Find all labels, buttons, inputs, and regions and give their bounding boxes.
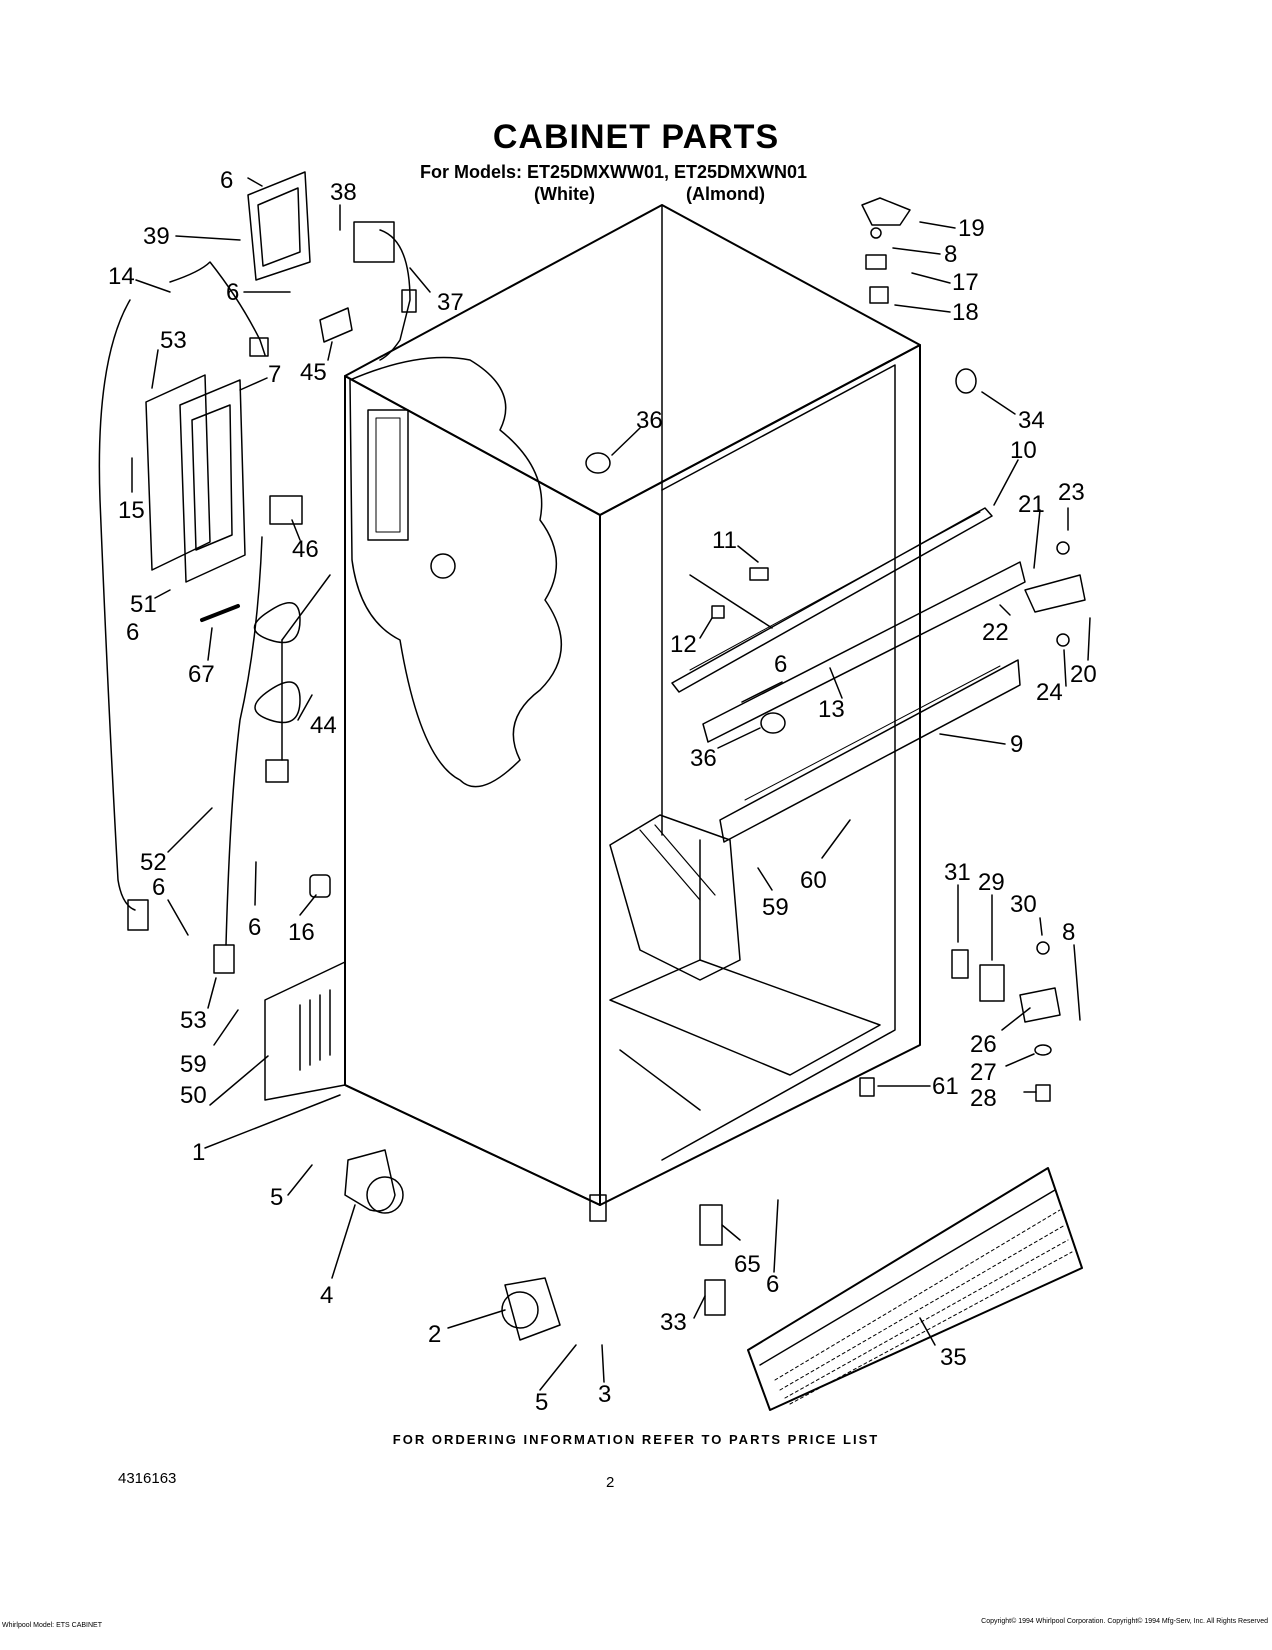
callout-6-g: 6 — [774, 651, 787, 678]
callout-53: 59 — [180, 1051, 207, 1078]
callout-3: 3 — [598, 1381, 611, 1408]
callout-4: 4 — [320, 1282, 333, 1309]
ordering-note: FOR ORDERING INFORMATION REFER TO PARTS … — [392, 1432, 880, 1447]
base-grille — [747, 1167, 1083, 1411]
color-almond-label: (Almond) — [686, 184, 765, 204]
callout-36-a: 36 — [636, 407, 663, 434]
callout-67: 67 — [188, 661, 215, 688]
callout-2: 2 — [428, 1321, 441, 1348]
callout-6-e: 6 — [248, 914, 261, 941]
callout-46: 46 — [292, 536, 319, 563]
callout-48: 50 — [180, 1082, 207, 1109]
cabinet-body — [344, 204, 921, 1222]
rail-assemblies — [671, 507, 1026, 843]
callout-10: 10 — [1010, 437, 1037, 464]
callout-17: 17 — [952, 269, 979, 296]
callout-8-a: 8 — [944, 241, 957, 268]
callout-44: 44 — [310, 712, 337, 739]
callout-19: 19 — [958, 215, 985, 242]
model-footnote: Whirlpool Model: ETS CABINET — [2, 1622, 102, 1629]
callout-31: 31 — [944, 859, 971, 886]
callout-28: 28 — [970, 1085, 997, 1112]
callout-9: 9 — [1010, 731, 1023, 758]
callout-22: 22 — [982, 619, 1009, 646]
callout-39: 39 — [143, 223, 170, 250]
callout-5-a: 5 — [270, 1184, 283, 1211]
callout-16: 16 — [288, 919, 315, 946]
callout-30: 30 — [1010, 891, 1037, 918]
callout-34: 34 — [1018, 407, 1045, 434]
callout-1: 1 — [192, 1139, 205, 1166]
callout-11: 11 — [712, 527, 737, 554]
page-title: CABINET PARTS — [492, 118, 780, 156]
callout-6-d: 6 — [152, 874, 165, 901]
callout-23: 23 — [1058, 479, 1085, 506]
callout-6-a: 6 — [220, 167, 233, 194]
callout-14: 14 — [108, 263, 135, 290]
callout-13: 13 — [818, 696, 845, 723]
callout-51: 52 — [140, 849, 167, 876]
callout-6-b: 6 — [226, 279, 239, 306]
model-numbers: For Models: ET25DMXWW01, ET25DMXWN01 — [420, 162, 808, 182]
callout-5-b: 5 — [535, 1389, 548, 1416]
callout-45: 45 — [300, 359, 327, 386]
callout-33: 33 — [660, 1309, 687, 1336]
callout-27: 27 — [970, 1059, 997, 1086]
callout-15: 15 — [118, 497, 145, 524]
copyright-footnote: Copyright© 1994 Whirlpool Corporation. C… — [981, 1618, 1268, 1625]
page-number: 2 — [606, 1474, 615, 1491]
callout-52: 53 — [180, 1007, 207, 1034]
callout-35: 35 — [940, 1344, 967, 1371]
callout-6-c: 6 — [126, 619, 139, 646]
callout-7: 7 — [268, 361, 281, 388]
callout-59: 59 — [762, 894, 789, 921]
callout-36-b: 36 — [690, 745, 717, 772]
callout-29: 29 — [978, 869, 1005, 896]
document-number: 4316163 — [118, 1470, 177, 1487]
callout-60: 60 — [800, 867, 827, 894]
callout-24: 24 — [1036, 679, 1063, 706]
callout-65: 65 — [734, 1251, 761, 1278]
leader-lines — [131, 177, 1091, 1391]
callout-49: 51 — [130, 591, 157, 618]
callout-8-b: 8 — [1062, 919, 1075, 946]
callout-37: 37 — [437, 289, 464, 316]
callout-6-f: 6 — [766, 1271, 779, 1298]
callout-12: 12 — [670, 631, 697, 658]
color-white-label: (White) — [534, 184, 595, 204]
callout-20: 20 — [1070, 661, 1097, 688]
callout-21: 21 — [1018, 491, 1045, 518]
callout-61: 61 — [932, 1073, 959, 1100]
small-components — [98, 171, 1086, 1341]
callout-26: 26 — [970, 1031, 997, 1058]
callout-38: 38 — [330, 179, 357, 206]
callout-18: 18 — [952, 299, 979, 326]
callout-50: 53 — [160, 327, 187, 354]
